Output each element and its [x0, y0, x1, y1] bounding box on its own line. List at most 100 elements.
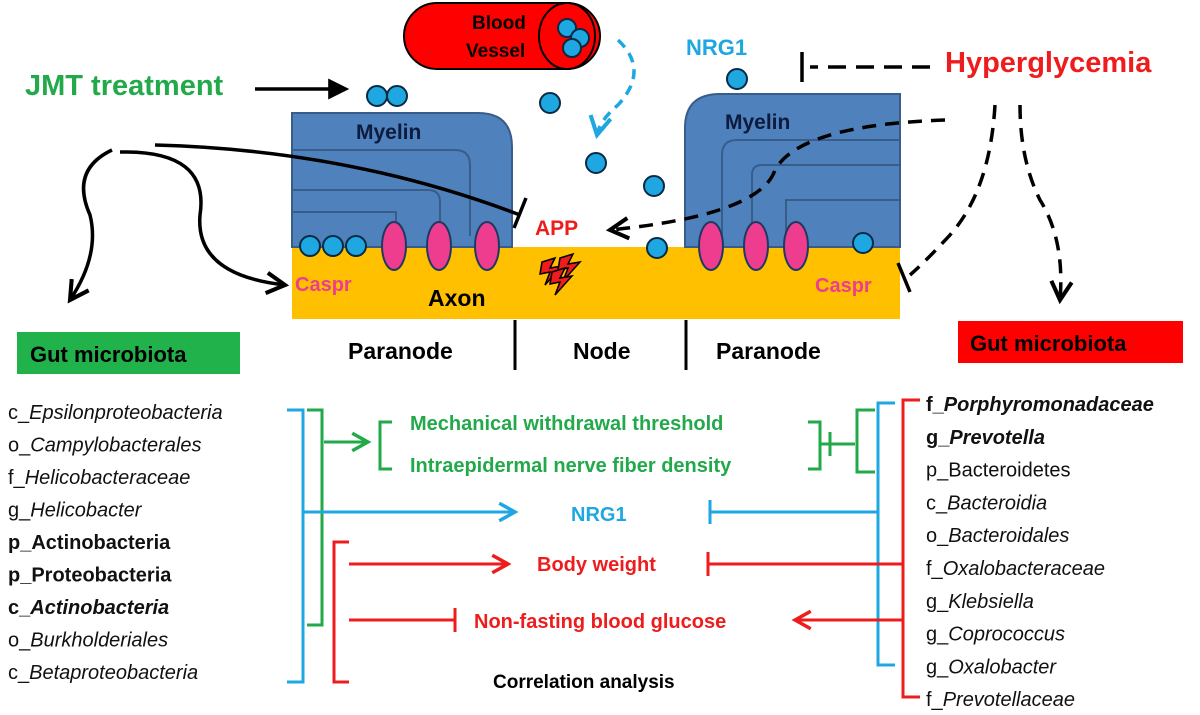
- taxon-rank-prefix: g_: [926, 591, 949, 613]
- taxon-item: c_Actinobacteria: [8, 597, 169, 619]
- taxon-item: o_Campylobacterales: [8, 435, 201, 457]
- green-outcome-bracket-right: [808, 420, 822, 471]
- taxon-name: Actinobacteria: [29, 597, 169, 619]
- hyperglycemia-caspr-bar: [896, 262, 912, 293]
- taxon-rank-prefix: c_: [8, 597, 31, 619]
- taxon-name: Coprococcus: [948, 624, 1065, 646]
- taxon-name: Betaproteobacteria: [29, 662, 198, 684]
- left-red-bracket: [332, 540, 349, 684]
- taxon-name: Proteobacteria: [31, 565, 172, 587]
- taxon-rank-prefix: g_: [926, 624, 949, 646]
- nonfasting-glucose-label: Non-fasting blood glucose: [474, 611, 726, 633]
- taxon-rank-prefix: g_: [926, 427, 950, 449]
- blood-vessel-label-2: Vessel: [466, 41, 525, 62]
- taxon-rank-prefix: f_: [8, 467, 26, 489]
- ienfd-label: Intraepidermal nerve fiber density: [410, 455, 732, 477]
- green-outcome-bracket: [378, 420, 392, 471]
- taxon-item: g_Oxalobacter: [926, 656, 1057, 678]
- taxon-item: g_Klebsiella: [926, 591, 1034, 613]
- taxon-name: Prevotella: [949, 427, 1045, 449]
- taxon-rank-prefix: f_: [926, 394, 945, 416]
- taxa-left-list: c_Epsilonproteobacteriao_Campylobacteral…: [8, 402, 223, 684]
- taxon-item: f_Oxalobacteraceae: [926, 558, 1105, 580]
- gut-microbiota-left-box: [17, 332, 240, 374]
- taxon-rank-prefix: g_: [926, 656, 949, 678]
- nrg1-particles: [299, 68, 874, 259]
- taxon-name: Bacteroidetes: [948, 460, 1070, 482]
- taxon-rank-prefix: p_: [8, 532, 32, 554]
- taxon-name: Oxalobacteraceae: [943, 558, 1105, 580]
- blood-vessel: [403, 1, 601, 70]
- taxon-item: o_Burkholderiales: [8, 630, 168, 652]
- caspr-right-label: Caspr: [815, 275, 872, 297]
- left-green-bracket: [307, 408, 324, 627]
- nrg1-top-label: NRG1: [686, 35, 747, 60]
- vessel-release-arrow: [597, 38, 636, 135]
- taxon-item: g_Helicobacter: [8, 500, 143, 522]
- taxon-item: f_Prevotellaceae: [926, 689, 1075, 711]
- jmt-app-bar: [512, 197, 528, 229]
- taxon-rank-prefix: g_: [8, 500, 31, 522]
- taxon-rank-prefix: c_: [8, 402, 30, 424]
- gut-microbiota-right-label: Gut microbiota: [970, 331, 1127, 356]
- taxon-item: c_Epsilonproteobacteria: [8, 402, 223, 424]
- taxon-item: o_Bacteroidales: [926, 525, 1069, 547]
- right-red-bracket: [901, 398, 920, 699]
- correlation-analysis-label: Correlation analysis: [493, 672, 675, 693]
- taxon-name: Helicobacter: [30, 500, 143, 522]
- taxon-name: Burkholderiales: [30, 630, 168, 652]
- damage-lightning-icon: [539, 252, 582, 296]
- taxon-name: Porphyromonadaceae: [944, 394, 1154, 416]
- jmt-treatment-label: JMT treatment: [25, 70, 224, 102]
- taxon-name: Epsilonproteobacteria: [29, 402, 222, 424]
- taxon-rank-prefix: c_: [8, 662, 30, 684]
- body-weight-label: Body weight: [537, 554, 656, 576]
- hyperglycemia-to-app: [610, 118, 946, 230]
- myelin-left-label: Myelin: [356, 121, 421, 144]
- taxon-rank-prefix: f_: [926, 689, 944, 711]
- taxon-rank-prefix: p_: [8, 565, 32, 587]
- node-label: Node: [573, 338, 631, 364]
- taxon-rank-prefix: o_: [8, 435, 31, 457]
- axon-label: Axon: [428, 285, 486, 311]
- taxon-name: Klebsiella: [948, 591, 1034, 613]
- myelin-right-label: Myelin: [725, 111, 790, 134]
- gut-microbiota-left-label: Gut microbiota: [30, 342, 187, 367]
- jmt-to-app-inhibition: [154, 143, 521, 217]
- caspr-proteins-right: [698, 221, 809, 271]
- taxon-item: g_Coprococcus: [926, 624, 1065, 646]
- taxon-name: Campylobacterales: [30, 435, 201, 457]
- taxon-name: Helicobacteraceae: [25, 467, 191, 489]
- taxon-rank-prefix: c_: [926, 492, 948, 514]
- taxon-name: Oxalobacter: [948, 656, 1057, 678]
- taxon-item: p_Actinobacteria: [8, 532, 171, 554]
- hyperglycemia-to-gut: [1018, 104, 1061, 300]
- jmt-to-gut: [70, 148, 113, 300]
- jmt-to-caspr: [119, 150, 285, 285]
- caspr-proteins-left: [381, 221, 500, 271]
- mechanical-threshold-label: Mechanical withdrawal threshold: [410, 413, 723, 435]
- taxa-right-list: f_Porphyromonadaceaeg_Prevotellap_Bacter…: [926, 394, 1154, 711]
- taxon-name: Actinobacteria: [31, 532, 171, 554]
- taxon-item: f_Porphyromonadaceae: [926, 394, 1154, 416]
- caspr-left-label: Caspr: [295, 274, 352, 296]
- taxon-rank-prefix: o_: [926, 525, 949, 547]
- app-label: APP: [535, 217, 578, 240]
- taxon-rank-prefix: f_: [926, 558, 944, 580]
- taxon-name: Bacteroidales: [948, 525, 1069, 547]
- taxon-item: c_Bacteroidia: [926, 492, 1047, 514]
- taxon-item: c_Betaproteobacteria: [8, 662, 198, 684]
- right-blue-bracket: [876, 401, 895, 667]
- hyperglycemia-label: Hyperglycemia: [945, 47, 1152, 79]
- gut-microbiota-right-box: [958, 321, 1183, 363]
- taxon-item: g_Prevotella: [926, 427, 1045, 449]
- nrg1-center-label: NRG1: [571, 504, 627, 526]
- taxon-item: p_Proteobacteria: [8, 565, 172, 587]
- left-blue-bracket: [287, 408, 305, 684]
- paranode-left-label: Paranode: [348, 338, 453, 364]
- taxon-rank-prefix: o_: [8, 630, 31, 652]
- taxon-rank-prefix: p_: [926, 460, 949, 482]
- right-green-bracket: [855, 408, 875, 474]
